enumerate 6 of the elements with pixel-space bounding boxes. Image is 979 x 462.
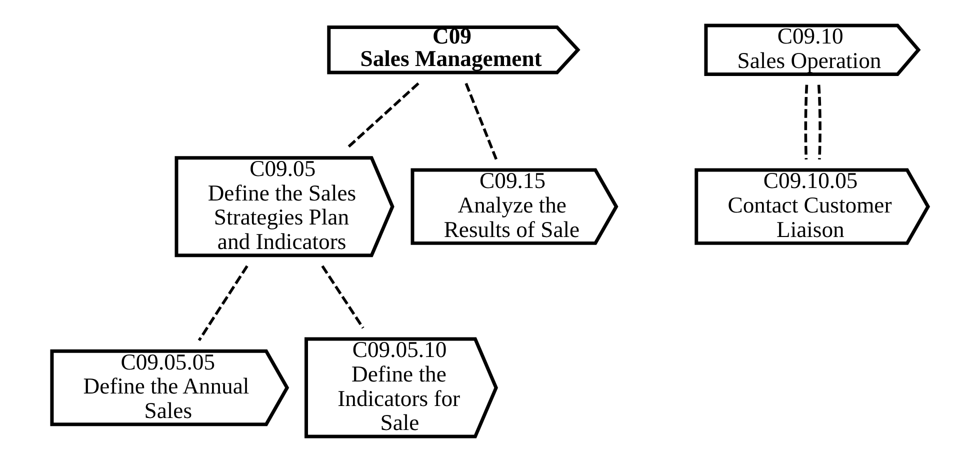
connector [804, 84, 808, 160]
connector [197, 265, 248, 342]
connector [320, 265, 364, 329]
connector [816, 84, 821, 160]
connector [346, 82, 419, 148]
connector [464, 82, 498, 160]
